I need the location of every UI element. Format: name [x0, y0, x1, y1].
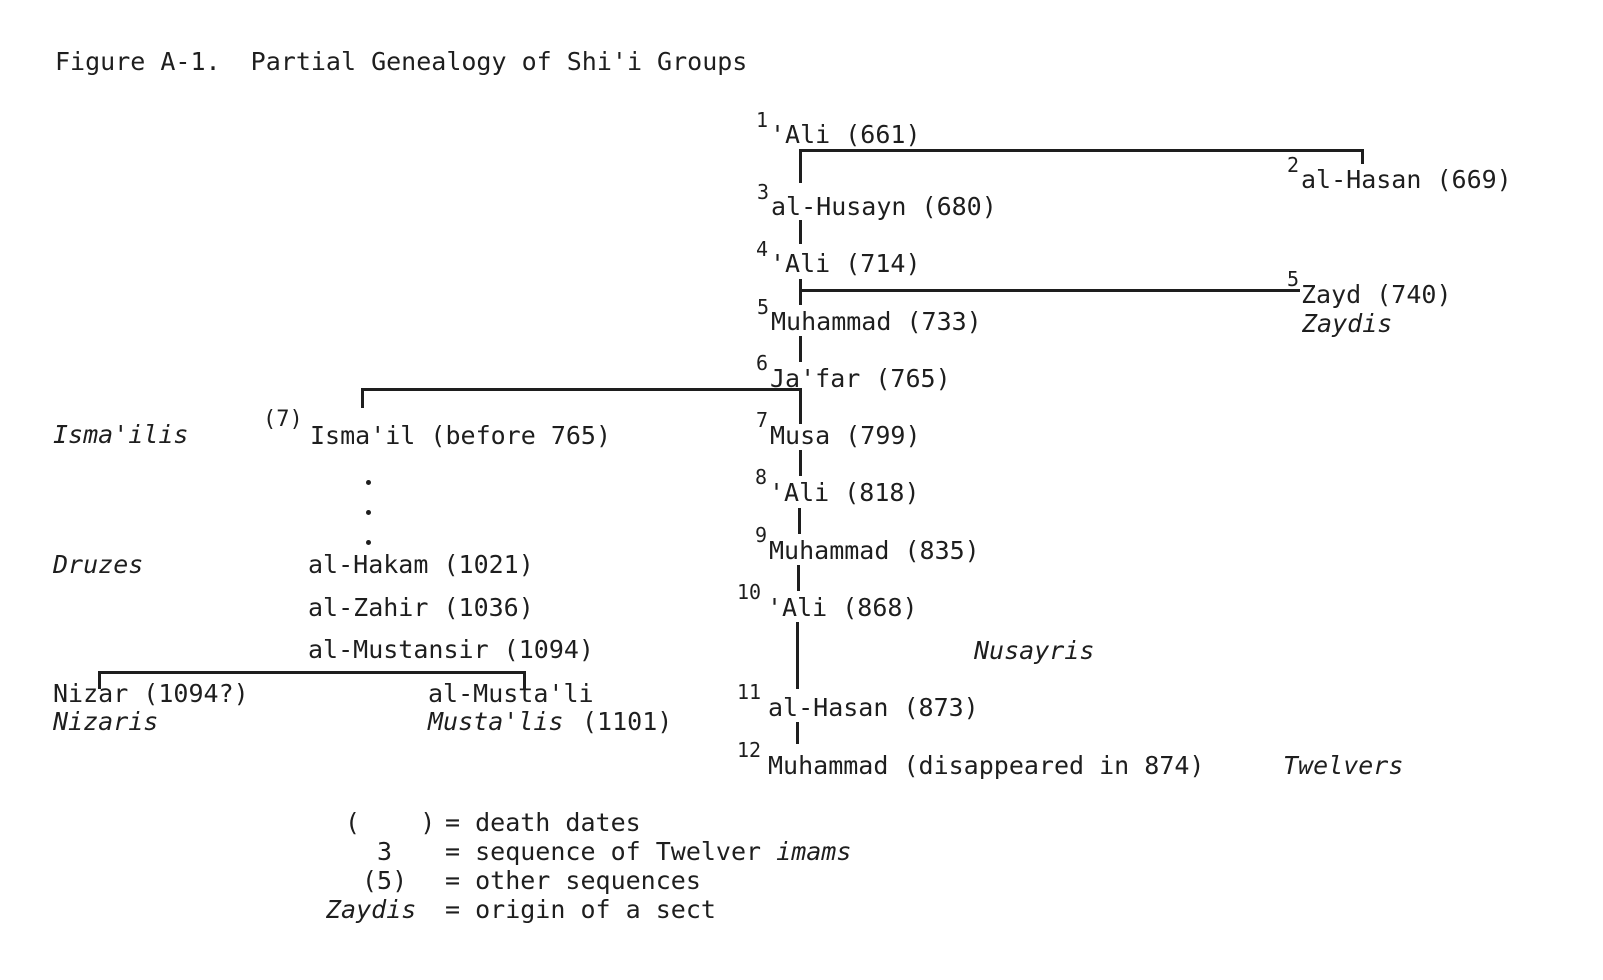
connector-mustali-drop — [523, 671, 526, 689]
legend-symbol-number: 3 — [377, 837, 393, 866]
imam-name: al-Hasan (873) — [768, 693, 979, 722]
sequence-number: (7) — [263, 407, 303, 432]
imam-number: 3 — [757, 180, 770, 204]
sequence-number: 5 — [1287, 267, 1300, 291]
connector-ali-muhammad9 — [798, 508, 801, 534]
sect-mustalis: Musta'lis — [428, 707, 564, 736]
imam-name: 'Ali (661) — [770, 120, 921, 149]
imam-name: al-Husayn (680) — [771, 192, 997, 221]
ismaili-imam-name: al-Mustansir (1094) — [308, 635, 594, 664]
imam-number: 2 — [1287, 153, 1300, 177]
imam-name: 'Ali (868) — [767, 593, 918, 622]
legend-symbol-parens: ( ) — [345, 808, 436, 837]
connector-ali-zayd — [799, 289, 1300, 292]
imam-number: 8 — [755, 465, 768, 489]
imam-name: 'Ali (818) — [769, 478, 920, 507]
connector-jafar-ismail — [361, 388, 802, 391]
connector-muhammad-jafar — [799, 336, 802, 362]
imam-number: 12 — [737, 738, 762, 762]
imam-number: 11 — [737, 680, 762, 704]
imam-number: 6 — [756, 351, 769, 375]
mustali-name: al-Musta'li — [428, 679, 594, 708]
imam-number: 7 — [756, 408, 769, 432]
imam-name: al-Hasan (669) — [1301, 165, 1512, 194]
connector-musa-ali — [799, 450, 802, 476]
legend-text: = death dates — [445, 808, 641, 837]
imam-name: Muhammad (disappeared in 874) — [768, 751, 1205, 780]
imam-number: 10 — [737, 580, 762, 604]
sect-twelvers: Twelvers — [1283, 751, 1404, 780]
zayd-name: Zayd (740) — [1301, 280, 1452, 309]
imam-name: Muhammad (733) — [771, 307, 982, 336]
imam-number: 5 — [757, 295, 770, 319]
ismaili-imam-name: al-Hakam (1021) — [308, 550, 534, 579]
ismail-name: Isma'il (before 765) — [310, 421, 612, 450]
connector-ali-husayn-stub — [799, 149, 802, 183]
connector-hasan-muhammad12 — [796, 722, 799, 744]
sect-nizaris: Nizaris — [53, 707, 159, 736]
connector-muhammad-ali10 — [797, 565, 800, 591]
legend-text: = other sequences — [445, 866, 701, 895]
connector-jafar-musa — [799, 388, 802, 424]
connector-husayn-ali — [799, 220, 802, 244]
connector-mustansir-sons — [98, 671, 526, 674]
imam-number: 9 — [755, 523, 768, 547]
connector-nizar-drop — [98, 671, 101, 689]
imam-name: Ja'far (765) — [770, 364, 951, 393]
legend-text: = sequence of Twelver imams — [445, 837, 852, 866]
connector-ismail-drop — [361, 388, 364, 408]
sect-ismailis: Isma'ilis — [53, 420, 189, 449]
sect-nusayris: Nusayris — [974, 636, 1095, 665]
legend-text: = origin of a sect — [445, 895, 716, 924]
connector-ali-muhammad — [799, 279, 802, 305]
ellipsis-dot — [366, 480, 371, 485]
imam-number: 4 — [756, 237, 769, 261]
figure-title: Figure A-1. Partial Genealogy of Shi'i G… — [55, 47, 748, 76]
connector-hasan-drop — [1361, 149, 1364, 164]
sect-druzes: Druzes — [53, 550, 144, 579]
sect-zaydis: Zaydis — [1302, 309, 1393, 338]
imam-name: Musa (799) — [770, 421, 921, 450]
mustali-date: (1101) — [582, 707, 673, 736]
connector-ali-hasan11 — [796, 622, 799, 689]
ismaili-imam-name: al-Zahir (1036) — [308, 593, 534, 622]
imam-name: 'Ali (714) — [770, 249, 921, 278]
ellipsis-dot — [366, 540, 371, 545]
nizar-name: Nizar (1094?) — [53, 679, 249, 708]
imam-number: 1 — [756, 108, 769, 132]
connector-ali-hasan — [799, 149, 1364, 152]
legend-symbol-other: (5) — [362, 866, 408, 895]
ellipsis-dot — [366, 510, 371, 515]
imam-name: Muhammad (835) — [769, 536, 980, 565]
legend-symbol-sect: Zaydis — [326, 895, 417, 924]
